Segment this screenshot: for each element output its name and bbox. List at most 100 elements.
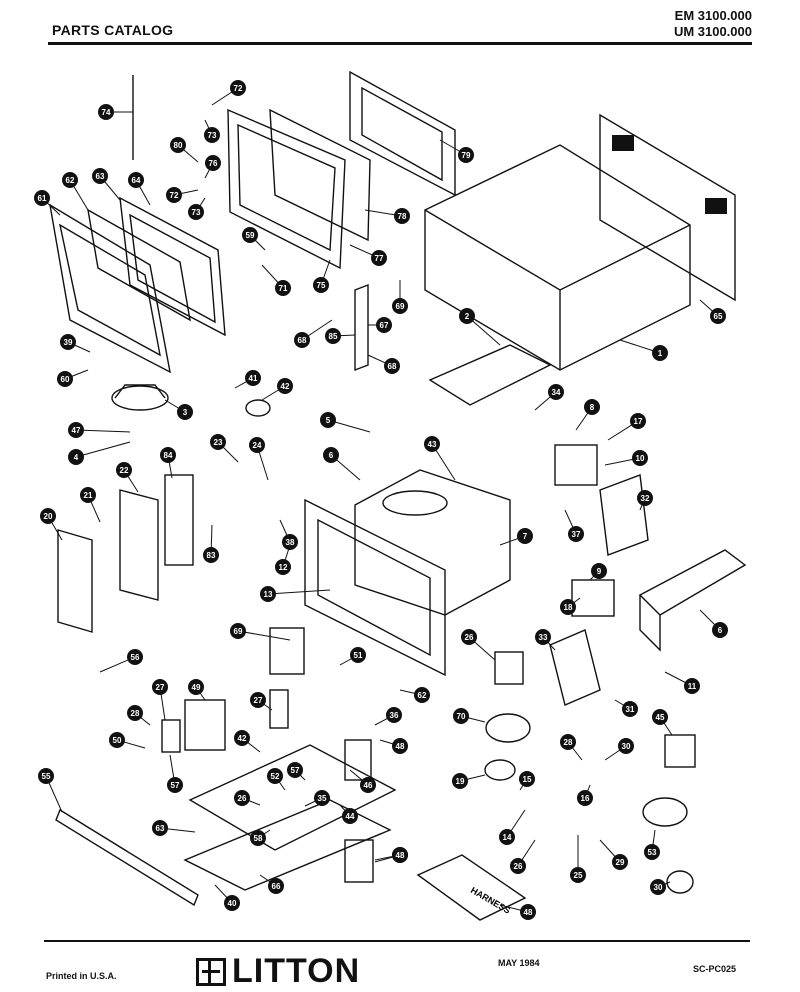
callout-duct: 32 (637, 490, 653, 506)
callout-balloon (652, 345, 668, 361)
callout-balloon (499, 829, 515, 845)
callout-fan-shroud: 33 (535, 629, 551, 645)
callout-switch: 24 (249, 437, 265, 453)
callout-resistor-b: 66 (268, 878, 284, 894)
callout-number: 5 (326, 416, 331, 425)
callout-waveguide: 6 (712, 622, 728, 638)
callout-number: 40 (228, 899, 237, 908)
callout-harness: 45 (652, 709, 668, 725)
callout-number: 26 (238, 794, 247, 803)
callout-handle-clip: 60 (57, 371, 73, 387)
callout-balloon (652, 709, 668, 725)
callout-balloon (230, 80, 246, 96)
callout-pcb: 84 (160, 447, 176, 463)
callout-gasket-strip: 44 (342, 808, 358, 824)
callout-number: 67 (380, 321, 389, 330)
callout-number: 36 (390, 711, 399, 720)
callout-balloon (618, 738, 634, 754)
callout-number: 6 (718, 626, 723, 635)
callout-balloon (622, 701, 638, 717)
callout-balloon (384, 358, 400, 374)
callout-cabinet: 1 (652, 345, 668, 361)
callout-number: 26 (465, 633, 474, 642)
callout-screw-c: 57 (167, 777, 183, 793)
callout-balloon (644, 844, 660, 860)
callout-balloon (394, 208, 410, 224)
callout-balloon (461, 629, 477, 645)
callout-number: 49 (192, 683, 201, 692)
callout-number: 46 (364, 781, 373, 790)
callout-oven-cavity: 6 (323, 447, 339, 463)
model-numbers: EM 3100.000 UM 3100.000 (674, 8, 752, 40)
callout-number: 74 (102, 108, 111, 117)
callout-balloon (275, 559, 291, 575)
callout-balloon (152, 820, 168, 836)
callout-motor-bracket: 31 (622, 701, 638, 717)
callout-balloon (342, 808, 358, 824)
callout-stirrer: 3 (177, 404, 193, 420)
callout-number: 11 (688, 682, 697, 691)
callout-balloon (128, 172, 144, 188)
callout-balloon (260, 586, 276, 602)
callout-latch-screw: 68 (294, 332, 310, 348)
callout-number: 48 (396, 851, 405, 860)
callout-washer: 4 (68, 449, 84, 465)
callout-balloon (392, 847, 408, 863)
leader-line (75, 429, 131, 433)
callout-number: 10 (636, 454, 645, 463)
callout-balloon (314, 790, 330, 806)
callout-motor: 35 (314, 790, 330, 806)
callout-number: 13 (264, 590, 273, 599)
callout-number: 18 (564, 603, 573, 612)
callout-balloon (350, 647, 366, 663)
leader-line (75, 441, 131, 458)
callout-hinge-screw-top: 73 (204, 127, 220, 143)
callout-number: 62 (66, 176, 75, 185)
callout-balloon (234, 790, 250, 806)
callout-door-arm: 59 (242, 227, 258, 243)
callout-number: 68 (298, 336, 307, 345)
callout-balloon (224, 895, 240, 911)
callout-balloon (166, 187, 182, 203)
callout-hinge-bottom: 72 (166, 187, 182, 203)
callout-balloon (452, 773, 468, 789)
callout-balloon (650, 879, 666, 895)
callout-cap-bracket: 34 (548, 384, 564, 400)
callout-balloon (684, 678, 700, 694)
callout-bracket-c: 55 (38, 768, 54, 784)
callout-balloon (584, 399, 600, 415)
callout-interlock: 26 (461, 629, 477, 645)
callout-balloon (294, 332, 310, 348)
callout-fan-motor-b: 25 (570, 867, 586, 883)
callout-number: 33 (539, 633, 548, 642)
callout-balloon (98, 104, 114, 120)
callout-balloon (205, 155, 221, 171)
callout-balloon (60, 334, 76, 350)
callout-balloon (249, 437, 265, 453)
callout-balloon (323, 447, 339, 463)
callout-balloon (632, 450, 648, 466)
callout-balloon (392, 298, 408, 314)
callout-screw-b: 9 (591, 563, 607, 579)
callout-number: 27 (254, 696, 263, 705)
callout-latch-spring: 67 (376, 317, 392, 333)
callout-number: 68 (388, 362, 397, 371)
callout-number: 47 (72, 426, 81, 435)
callout-balloon (34, 190, 50, 206)
callout-hinge-pin-b: 76 (205, 155, 221, 171)
callout-number: 17 (634, 417, 643, 426)
callout-fan-b: 28 (560, 734, 576, 750)
callout-balloon (517, 528, 533, 544)
callout-base: 48 (392, 738, 408, 754)
callout-magnetron: 18 (560, 599, 576, 615)
callout-number: 38 (286, 538, 295, 547)
callout-number: 84 (164, 451, 173, 460)
callout-lamp-socket: 41 (245, 370, 261, 386)
leader-line (237, 630, 291, 641)
callout-balloon (287, 762, 303, 778)
callout-balloon (386, 707, 402, 723)
callout-number: 50 (113, 736, 122, 745)
callout-balloon (637, 490, 653, 506)
callout-number: 77 (375, 254, 384, 263)
callout-balloon (560, 599, 576, 615)
